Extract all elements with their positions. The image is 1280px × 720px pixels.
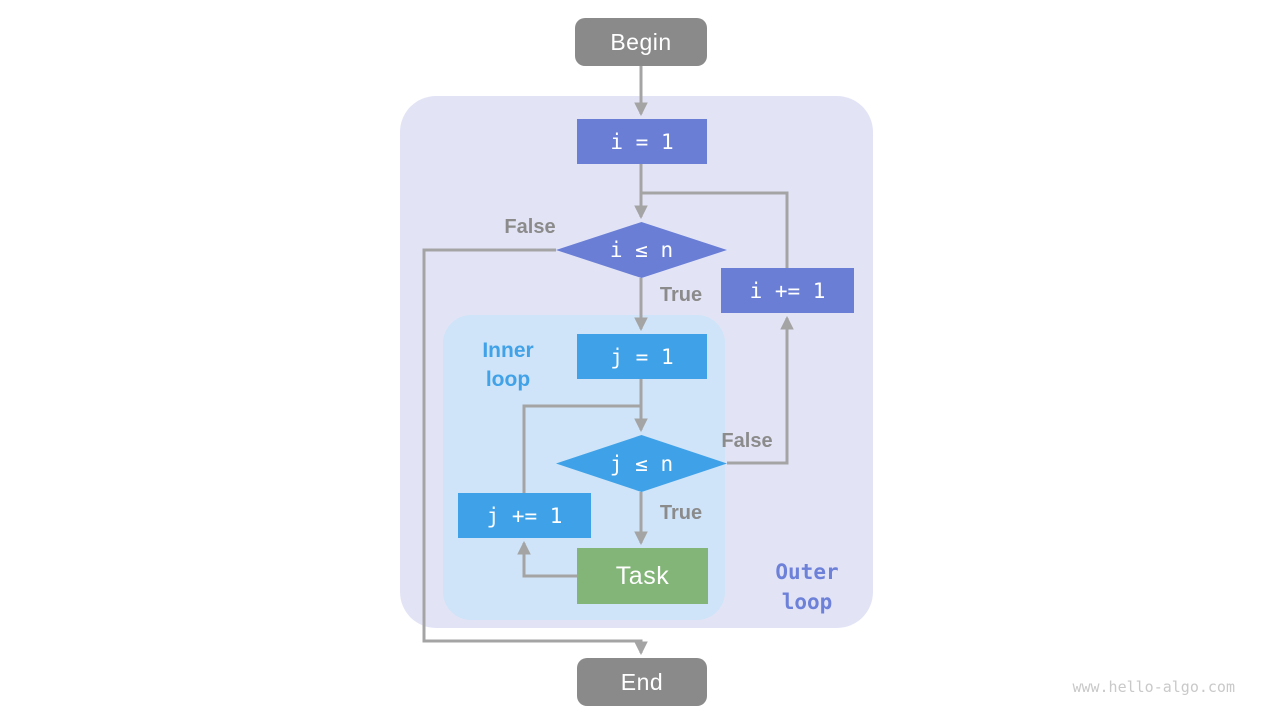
- begin-node: Begin: [575, 18, 707, 66]
- end-node: End: [577, 658, 707, 706]
- inc-i-node: i += 1: [721, 268, 854, 313]
- inner-loop-label: Inner loop: [462, 336, 554, 394]
- watermark: www.hello-algo.com: [1072, 678, 1235, 696]
- inner-loop-label-line1: Inner: [482, 339, 534, 362]
- task-node: Task: [577, 548, 708, 604]
- init-j-node: j = 1: [577, 334, 707, 379]
- outer-loop-label-line1: Outer: [775, 560, 839, 584]
- cond-j-true-label: True: [659, 502, 703, 524]
- inc-j-node: j += 1: [458, 493, 591, 538]
- cond-i-true-label: True: [659, 284, 703, 306]
- cond-i-false-label: False: [504, 216, 556, 238]
- cond-j-false-label: False: [721, 430, 773, 452]
- inner-loop-label-line2: loop: [485, 368, 531, 391]
- outer-loop-label: Outer loop: [760, 557, 854, 617]
- init-i-node: i = 1: [577, 119, 707, 164]
- outer-loop-label-line2: loop: [781, 590, 833, 614]
